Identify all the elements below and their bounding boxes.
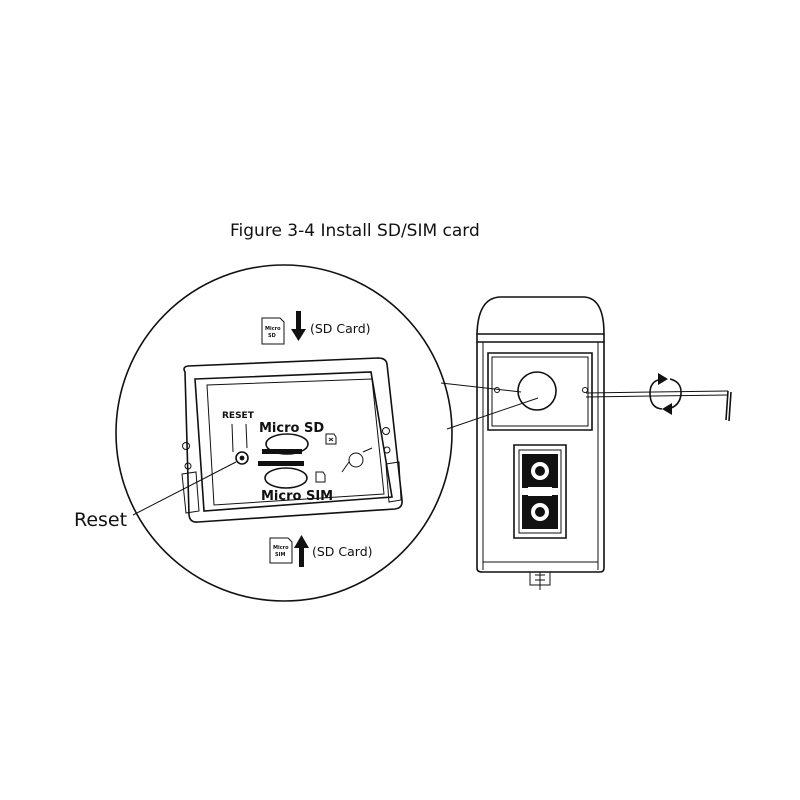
- micro-sd-card-icon: Micro SD: [261, 317, 285, 345]
- hex-key-icon: [585, 390, 732, 422]
- micro-sd-slot: Micro SD: [259, 421, 337, 455]
- svg-text:Micro: Micro: [265, 326, 281, 332]
- sd-card-top-hint: Micro SD (SD Card): [261, 311, 371, 345]
- rotate-arrow-icon: [649, 373, 682, 415]
- micro-sim-label: Micro SIM: [261, 489, 333, 504]
- sd-card-bottom-hint: Micro SIM (SD Card): [269, 535, 373, 567]
- card-bay-plate: [181, 357, 403, 523]
- arrow-down-icon: [291, 311, 306, 341]
- reset-button-area: RESET: [222, 411, 255, 465]
- micro-sim-card-icon: Micro SIM: [269, 537, 293, 564]
- svg-text:SIM: SIM: [275, 552, 285, 558]
- svg-text:SD: SD: [268, 333, 276, 339]
- reset-button-icon: [235, 451, 249, 465]
- reset-callout-label: Reset: [74, 509, 127, 531]
- micro-sim-slot: Micro SIM: [258, 461, 333, 504]
- camera-body: [476, 296, 605, 590]
- micro-sd-label: Micro SD: [259, 421, 324, 436]
- arrow-up-icon: [294, 535, 309, 567]
- svg-text:Micro: Micro: [273, 545, 289, 551]
- sd-card-top-label: (SD Card): [310, 321, 371, 336]
- reset-small-label: RESET: [222, 411, 255, 421]
- reset-callout: Reset: [74, 461, 237, 531]
- sd-card-bottom-label: (SD Card): [312, 544, 373, 559]
- figure-caption: Figure 3-4 Install SD/SIM card: [230, 221, 480, 241]
